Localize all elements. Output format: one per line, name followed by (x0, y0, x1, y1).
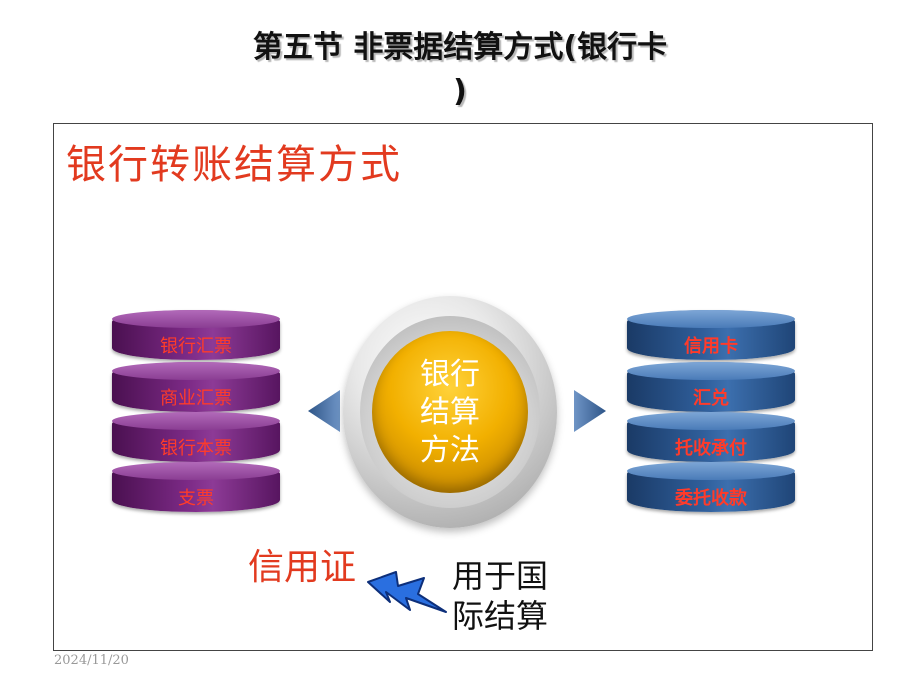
left-disk-3: 银行本票 (112, 412, 280, 462)
slide-title: 第五节 非票据结算方式(银行卡 ) (0, 26, 920, 114)
lightning-bolt-icon (367, 571, 447, 613)
intl-note-line1: 用于国 (452, 557, 549, 595)
right-disk-label-2: 汇兑 (693, 388, 729, 409)
right-disk-label-3: 托收承付 (675, 438, 747, 459)
left-disk-label-3: 银行本票 (160, 438, 232, 459)
triangle-right-icon (574, 390, 606, 432)
footer-date: 2024/11/20 (54, 653, 129, 668)
center-disc-core (372, 331, 528, 493)
left-disk-label-4: 支票 (178, 488, 214, 509)
frame-heading: 银行转账结算方式 (66, 142, 402, 188)
slide-title-line2: ) (453, 74, 467, 109)
intl-note-line2: 际结算 (452, 597, 549, 635)
left-disk-4: 支票 (112, 462, 280, 512)
right-disk-4: 委托收款 (627, 462, 795, 512)
center-label-line1: 银行 (420, 357, 480, 392)
center-label: 银行 结算 方法 (410, 356, 490, 470)
left-disk-2: 商业汇票 (112, 362, 280, 412)
right-disk-2: 汇兑 (627, 362, 795, 412)
center-label-line2: 结算 (420, 395, 480, 430)
right-disk-3: 托收承付 (627, 412, 795, 462)
left-disk-1: 银行汇票 (112, 310, 280, 360)
right-disk-label-1: 信用卡 (684, 336, 738, 357)
right-disk-label-4: 委托收款 (675, 488, 747, 509)
center-label-line3: 方法 (420, 433, 480, 468)
left-disk-label-2: 商业汇票 (160, 388, 232, 409)
letter-of-credit-label: 信用证 (248, 547, 357, 588)
international-settlement-note: 用于国 际结算 (452, 556, 572, 636)
left-disk-label-1: 银行汇票 (160, 336, 232, 357)
slide-title-line1: 第五节 非票据结算方式(银行卡 (252, 30, 668, 65)
right-disk-1: 信用卡 (627, 310, 795, 360)
triangle-left-icon (308, 390, 340, 432)
